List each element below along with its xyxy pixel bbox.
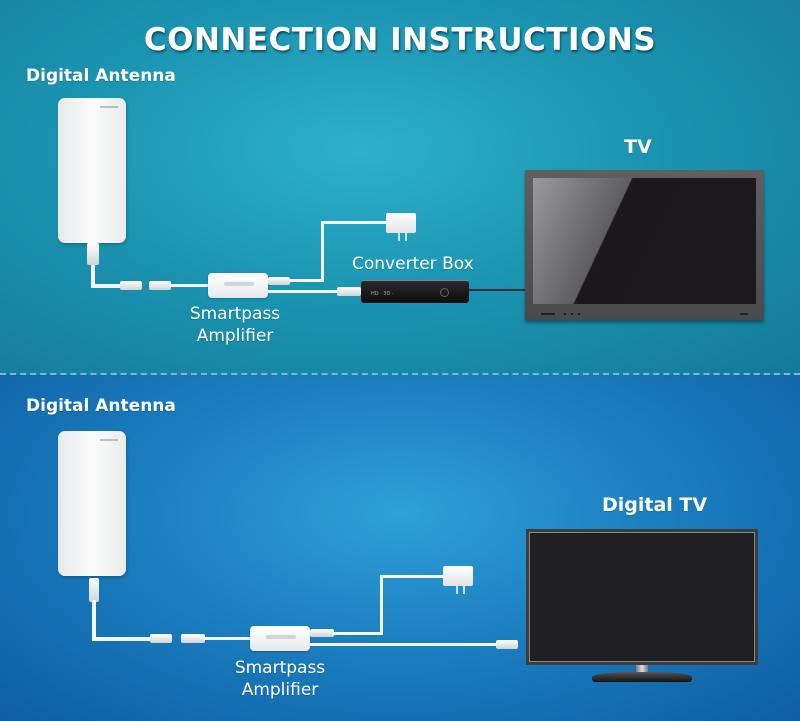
bottom-amp-output-cable [310,643,498,646]
bottom-power-cable-c [380,575,446,578]
top-power-cable-c [321,221,389,224]
bottom-amplifier-label: Smartpass Amplifier [225,657,335,701]
page-title: CONNECTION INSTRUCTIONS [143,22,657,58]
bottom-antenna-cable [92,600,96,640]
bottom-amplifier-label-line2: Amplifier [241,680,319,700]
converter-to-tv-cable [469,289,527,291]
bottom-amplifier-icon [250,626,310,651]
bottom-power-cable-b [380,575,383,635]
section-divider [0,373,800,375]
bottom-antenna-label: Digital Antenna [26,396,176,416]
top-power-cable-b [321,221,324,282]
tv-stand-neck [636,665,648,675]
bottom-antenna-icon [58,431,126,576]
top-antenna-label: Digital Antenna [26,66,176,86]
top-coax-connector-b [149,281,171,290]
bottom-antenna-cable-horizontal [92,637,152,641]
top-power-cable-a [289,279,323,282]
top-plug-prong [398,233,400,241]
bottom-antenna-connector [89,578,99,602]
bottom-plug-prong [456,586,458,594]
converter-box-icon: HD · 3D · [361,280,469,303]
bottom-amp-input-cable [204,637,252,640]
bottom-tv-connector [496,640,518,649]
top-amplifier-label: Smartpass Amplifier [180,303,290,347]
bottom-amplifier-label-line1: Smartpass [234,658,326,678]
top-amplifier-label-line2: Amplifier [196,326,274,346]
tv-stand-base [592,672,692,682]
top-coax-connector-a [120,281,142,290]
top-antenna-cable-horizontal [91,284,121,288]
top-antenna-icon [58,98,126,243]
bottom-power-cable-a [333,632,383,635]
top-power-adapter-icon [386,213,416,233]
bottom-power-adapter-icon [443,566,473,586]
top-amp-output-cable [268,290,338,293]
top-converter-connector [337,287,361,296]
bottom-tv-icon [526,529,758,665]
top-amplifier-icon [208,273,268,298]
converter-box-label: Converter Box [352,254,474,274]
bottom-plug-prong [463,586,465,594]
bottom-tv-label: Digital TV [602,494,708,516]
top-antenna-connector [87,243,99,265]
top-tv-label: TV [624,136,652,158]
top-amplifier-label-line1: Smartpass [189,304,281,324]
bottom-coax-connector-a [150,634,172,643]
top-plug-prong [405,233,407,241]
bottom-power-connector [310,629,334,637]
top-antenna-cable [91,243,95,287]
top-amp-input-cable [170,284,210,287]
top-tv-icon [525,170,764,320]
top-power-connector [268,277,290,285]
bottom-coax-connector-b [181,634,205,643]
